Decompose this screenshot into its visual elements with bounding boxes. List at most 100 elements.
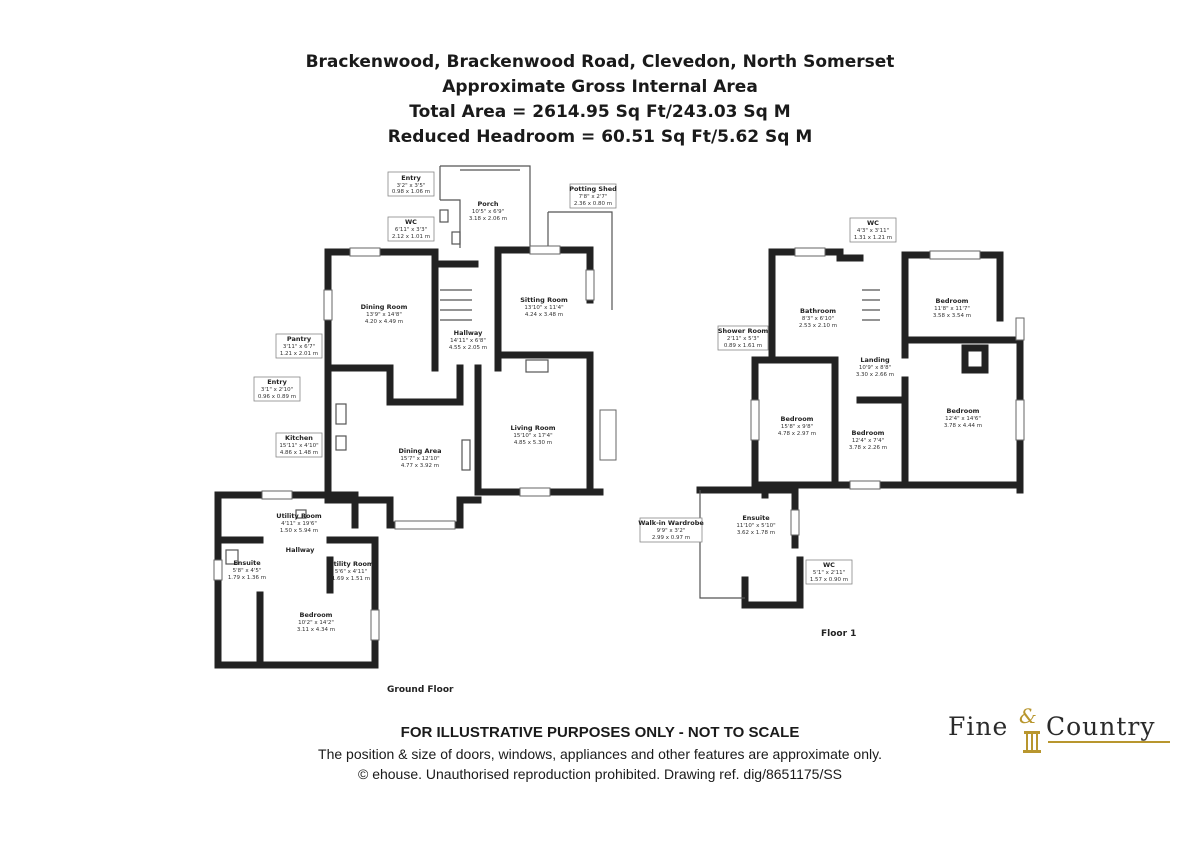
room-dim-metric: 1.79 x 1.36 m xyxy=(228,575,266,581)
room-name: Dining Area xyxy=(398,447,441,455)
room-dim-imperial: 4'3" x 3'11" xyxy=(857,228,889,234)
room-name: Utility Room xyxy=(328,560,374,568)
room-name: Utility Room xyxy=(276,512,322,520)
room-name: Kitchen xyxy=(285,434,313,442)
disclaimer-text: The position & size of doors, windows, a… xyxy=(318,746,882,762)
room-dim-imperial: 4'11" x 19'6" xyxy=(281,521,317,527)
room-name: Dining Room xyxy=(361,303,408,311)
fine-country-logo: Fine & Country xyxy=(948,704,1170,756)
room-dim-imperial: 9'9" x 3'2" xyxy=(657,528,686,534)
total-area: Total Area = 2614.95 Sq Ft/243.03 Sq M xyxy=(409,102,791,122)
room-dim-imperial: 10'5" x 6'9" xyxy=(472,209,504,215)
room-dim-imperial: 8'3" x 6'10" xyxy=(802,316,834,322)
logo-word-country: Country xyxy=(1046,712,1156,741)
room-name: Hallway xyxy=(454,329,483,337)
room-name: Landing xyxy=(860,356,890,364)
room-dim-metric: 3.30 x 2.66 m xyxy=(856,372,894,378)
floor1-windows xyxy=(750,247,1025,536)
room-name: Bathroom xyxy=(800,307,836,315)
room-name: Walk-in Wardrobe xyxy=(638,519,704,527)
room-dim-metric: 3.18 x 2.06 m xyxy=(469,216,507,222)
room-name: Bedroom xyxy=(781,415,814,423)
room-dim-metric: 2.12 x 1.01 m xyxy=(392,234,430,240)
room-dim-imperial: 10'2" x 14'2" xyxy=(298,620,334,626)
area-heading: Approximate Gross Internal Area xyxy=(442,77,758,97)
room-dim-imperial: 2'11" x 5'3" xyxy=(727,336,759,342)
ground-floor-fixtures xyxy=(225,209,880,565)
room-name: Hallway xyxy=(286,546,315,554)
room-dim-imperial: 3'1" x 2'10" xyxy=(261,387,293,393)
room-dim-imperial: 11'8" x 11'7" xyxy=(934,306,970,312)
room-name: Ensuite xyxy=(233,559,261,567)
room-dim-metric: 4.77 x 3.92 m xyxy=(401,463,439,469)
room-name: Potting Shed xyxy=(569,185,617,193)
room-dim-metric: 4.78 x 2.97 m xyxy=(778,431,816,437)
logo-word-fine: Fine xyxy=(948,712,1009,741)
room-dim-imperial: 10'9" x 8'8" xyxy=(859,365,891,371)
room-dim-metric: 3.62 x 1.78 m xyxy=(737,530,775,536)
room-dim-metric: 0.96 x 0.89 m xyxy=(258,394,296,400)
room-dim-metric: 1.69 x 1.51 m xyxy=(332,576,370,582)
room-dim-metric: 3.11 x 4.34 m xyxy=(297,627,335,633)
room-dim-imperial: 15'10" x 17'4" xyxy=(513,433,552,439)
disclaimer-heading: FOR ILLUSTRATIVE PURPOSES ONLY - NOT TO … xyxy=(400,724,800,741)
pillar-icon xyxy=(1023,731,1041,753)
room-dim-metric: 4.24 x 3.48 m xyxy=(525,312,563,318)
floor1-label: Floor 1 xyxy=(821,629,856,639)
logo-ampersand: & xyxy=(1019,704,1037,728)
room-dim-imperial: 15'8" x 9'8" xyxy=(781,424,813,430)
ground-floor-labels: Entry 3'2" x 3'5" 0.98 x 1.06 m Porch 10… xyxy=(228,171,617,695)
floor1-labels: WC 4'3" x 3'11" 1.31 x 1.21 m Bathroom 8… xyxy=(638,217,982,639)
ground-floor-windows xyxy=(213,245,617,641)
room-dim-metric: 1.57 x 0.90 m xyxy=(810,577,848,583)
room-dim-metric: 2.99 x 0.97 m xyxy=(652,535,690,541)
room-dim-metric: 0.89 x 1.61 m xyxy=(724,343,762,349)
reduced-headroom: Reduced Headroom = 60.51 Sq Ft/5.62 Sq M xyxy=(387,127,813,147)
room-dim-imperial: 15'7" x 12'10" xyxy=(400,456,439,462)
room-dim-metric: 3.78 x 4.44 m xyxy=(944,423,982,429)
room-name: Bedroom xyxy=(300,611,333,619)
room-dim-imperial: 12'4" x 7'4" xyxy=(852,438,884,444)
room-dim-imperial: 5'8" x 4'5" xyxy=(233,568,262,574)
room-dim-metric: 4.55 x 2.05 m xyxy=(449,345,487,351)
room-dim-imperial: 15'11" x 4'10" xyxy=(279,443,318,449)
room-dim-metric: 3.78 x 2.26 m xyxy=(849,445,887,451)
room-name: Sitting Room xyxy=(520,296,568,304)
room-dim-imperial: 3'2" x 3'5" xyxy=(397,183,426,189)
ground-floor-label: Ground Floor xyxy=(387,685,454,695)
room-dim-imperial: 12'4" x 14'6" xyxy=(945,416,981,422)
room-dim-imperial: 13'10" x 11'4" xyxy=(524,305,563,311)
room-dim-imperial: 13'9" x 14'8" xyxy=(366,312,402,318)
room-dim-metric: 2.53 x 2.10 m xyxy=(799,323,837,329)
room-dim-imperial: 6'11" x 3'3" xyxy=(395,227,427,233)
room-dim-imperial: 5'6" x 4'11" xyxy=(335,569,367,575)
room-dim-metric: 4.86 x 1.48 m xyxy=(280,450,318,456)
logo-underline xyxy=(1048,741,1170,743)
room-dim-metric: 0.98 x 1.06 m xyxy=(392,189,430,195)
room-dim-imperial: 7'8" x 2'7" xyxy=(579,194,608,200)
room-name: Shower Room xyxy=(718,327,769,335)
room-name: Living Room xyxy=(510,424,555,432)
room-name: Ensuite xyxy=(742,514,770,522)
room-dim-imperial: 14'11" x 6'8" xyxy=(450,338,486,344)
room-dim-metric: 2.36 x 0.80 m xyxy=(574,201,612,207)
room-dim-imperial: 3'11" x 6'7" xyxy=(283,344,315,350)
room-dim-metric: 1.50 x 5.94 m xyxy=(280,528,318,534)
plan-title-block: Brackenwood, Brackenwood Road, Clevedon,… xyxy=(0,50,1200,150)
room-name: Entry xyxy=(267,378,287,386)
room-name: WC xyxy=(867,219,879,227)
room-name: Bedroom xyxy=(947,407,980,415)
room-dim-imperial: 11'10" x 5'10" xyxy=(736,523,775,529)
room-name: Pantry xyxy=(287,335,312,343)
room-name: Bedroom xyxy=(936,297,969,305)
room-dim-imperial: 5'1" x 2'11" xyxy=(813,570,845,576)
room-dim-metric: 3.58 x 3.54 m xyxy=(933,313,971,319)
property-address: Brackenwood, Brackenwood Road, Clevedon,… xyxy=(305,52,895,72)
room-dim-metric: 4.85 x 5.30 m xyxy=(514,440,552,446)
room-dim-metric: 1.31 x 1.21 m xyxy=(854,235,892,241)
room-name: Bedroom xyxy=(852,429,885,437)
room-dim-metric: 1.21 x 2.01 m xyxy=(280,351,318,357)
room-name: WC xyxy=(823,561,835,569)
copyright-text: © ehouse. Unauthorised reproduction proh… xyxy=(357,766,843,782)
